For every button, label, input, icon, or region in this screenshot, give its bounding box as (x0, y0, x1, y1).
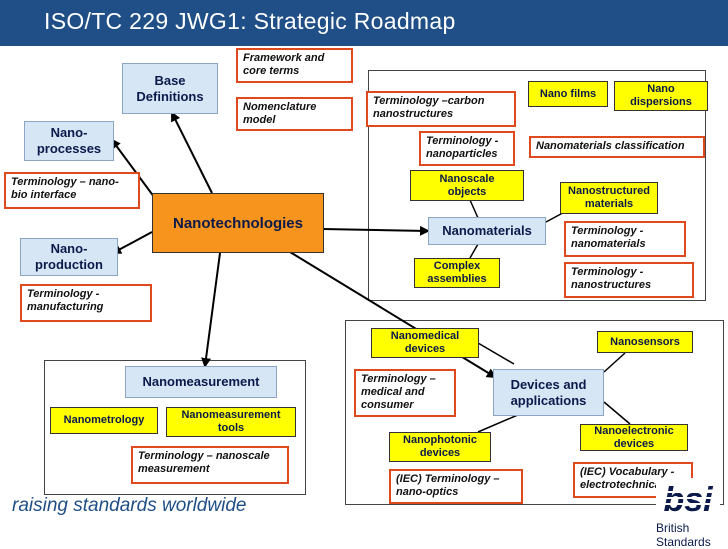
nano-films-box: Nano films (528, 81, 608, 107)
nanomeasurement-tools-box: Nanomeasurement tools (166, 407, 296, 437)
line-nanophotonic (477, 413, 521, 433)
line-nanoelectronic (603, 401, 631, 425)
arrow-to-nano-production (111, 231, 153, 254)
nano-dispersions-box: Nano dispersions (614, 81, 708, 111)
nanomedical-devices-box: Nanomedical devices (371, 328, 479, 358)
nanomaterials-classification-box: Nanomaterials classification (529, 136, 705, 158)
arrow-to-base-definitions (171, 111, 213, 194)
terminology-carbon-box: Terminology –carbon nanostructures (366, 91, 516, 127)
iec-terminology-nano-optics-box: (IEC) Terminology – nano-optics (389, 469, 523, 504)
terminology-nanoscale-measurement-box: Terminology – nanoscale measurement (131, 446, 289, 484)
terminology-nanomaterials-box: Terminology - nanomaterials (564, 221, 686, 257)
svg-text:bsi: bsi (663, 481, 714, 518)
terminology-nanostructures-box: Terminology - nanostructures (564, 262, 694, 298)
nanophotonic-devices-box: Nanophotonic devices (389, 432, 491, 462)
nano-processes-box: Nano- processes (24, 121, 114, 161)
nanometrology-box: Nanometrology (50, 407, 158, 434)
terminology-medical-consumer-box: Terminology – medical and consumer (354, 369, 456, 417)
nanostructured-materials-box: Nanostructured materials (560, 182, 658, 214)
terminology-nano-bio-box: Terminology – nano-bio interface (4, 172, 140, 209)
line-complex-assemblies (469, 243, 479, 259)
tagline: raising standards worldwide (12, 495, 247, 516)
nanosensors-box: Nanosensors (597, 331, 693, 353)
line-nanomedical (477, 342, 515, 365)
arrow-to-nanomaterials (322, 225, 430, 236)
nanomaterials-box: Nanomaterials (428, 217, 546, 245)
nanoscale-objects-box: Nanoscale objects (410, 170, 524, 201)
bsi-logo-icon: bsi (656, 478, 720, 518)
nomenclature-model-box: Nomenclature model (236, 97, 353, 131)
arrow-to-nanomeasurement (201, 252, 221, 368)
framework-core-terms-box: Framework and core terms (236, 48, 353, 83)
page-title: ISO/TC 229 JWG1: Strategic Roadmap (44, 8, 456, 34)
terminology-manufacturing-box: Terminology - manufacturing (20, 284, 152, 322)
header-bar: ISO/TC 229 JWG1: Strategic Roadmap (0, 0, 728, 46)
line-nanoscale-objects (469, 199, 479, 219)
nanomeasurement-box: Nanomeasurement (125, 366, 277, 398)
nanoelectronic-devices-box: Nanoelectronic devices (580, 424, 688, 451)
line-nanosensors (603, 352, 626, 373)
nano-production-box: Nano- production (20, 238, 118, 276)
british-standards-label: British Standards (656, 521, 711, 549)
base-definitions-box: Base Definitions (122, 63, 218, 114)
terminology-nanoparticles-box: Terminology - nanoparticles (419, 131, 515, 166)
complex-assemblies-box: Complex assemblies (414, 258, 500, 288)
devices-applications-box: Devices and applications (493, 369, 604, 416)
nanotechnologies-box: Nanotechnologies (152, 193, 324, 253)
